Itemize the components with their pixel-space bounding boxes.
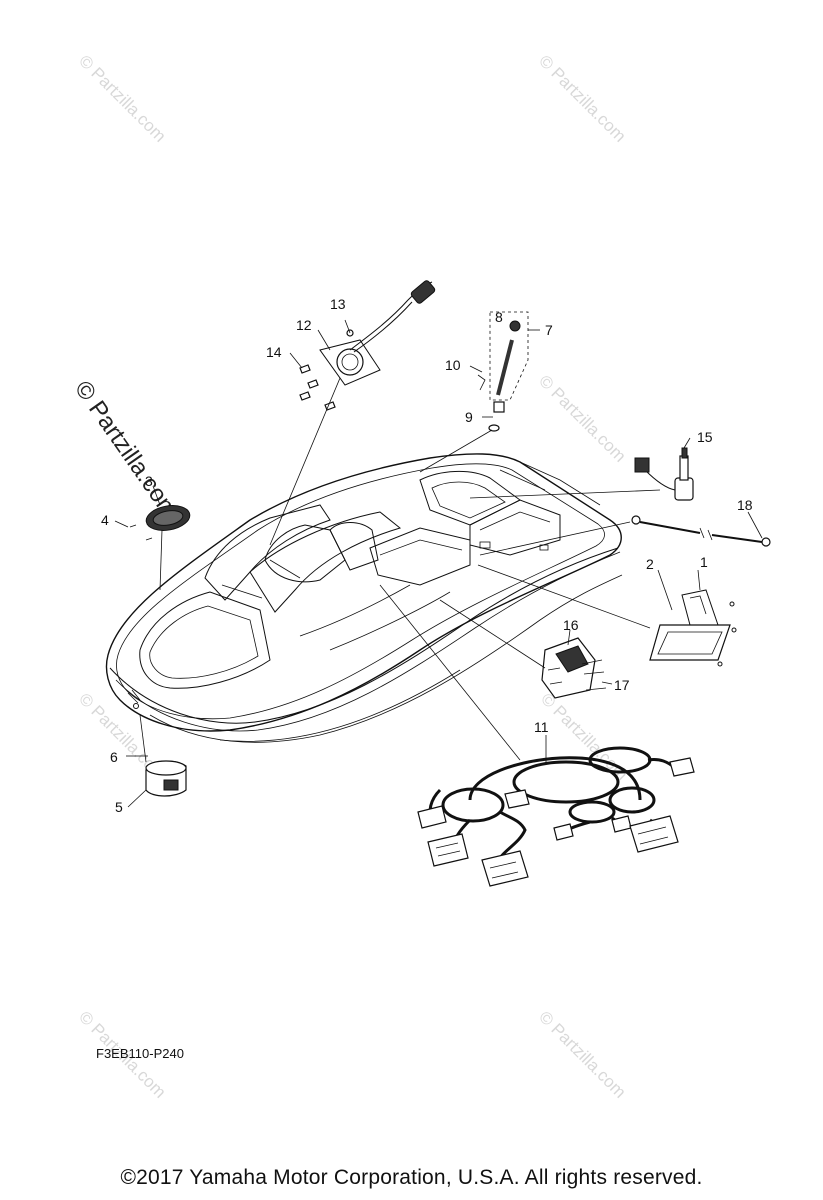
callout-2: 2 — [646, 556, 654, 572]
rod-assembly — [631, 515, 771, 547]
wiring-harness — [417, 746, 695, 887]
watermark-top-left: © Partzilla.com — [75, 51, 169, 145]
bracket-assembly — [649, 589, 737, 667]
bow-light — [138, 755, 187, 797]
sensor-assembly — [634, 447, 694, 501]
watermark-mid-center: © Partzilla.com — [537, 689, 631, 783]
callout-16: 16 — [563, 617, 579, 633]
hose-assembly — [477, 311, 529, 432]
callout-9: 9 — [465, 409, 473, 425]
callout-11: 11 — [534, 719, 549, 735]
speaker-grille — [129, 505, 191, 541]
callout-6: 6 — [110, 749, 118, 765]
leader-lines — [114, 319, 763, 808]
diagram-code: F3EB110-P240 — [96, 1046, 184, 1061]
callout-12: 12 — [296, 317, 312, 333]
callout-1: 1 — [700, 554, 708, 570]
watermark-top-right: © Partzilla.com — [535, 51, 629, 145]
callout-14: 14 — [266, 344, 282, 360]
callouts: 1 2 3 4 5 6 7 8 9 10 11 12 13 14 15 16 1… — [101, 296, 753, 815]
callout-17: 17 — [614, 677, 630, 693]
callout-18: 18 — [737, 497, 753, 513]
callout-3: 3 — [145, 473, 153, 489]
module-assembly — [541, 637, 607, 699]
callout-15: 15 — [697, 429, 713, 445]
transducer-assembly — [299, 280, 436, 411]
callout-13: 13 — [330, 296, 346, 312]
callout-8: 8 — [495, 309, 503, 325]
watermark-bold: © Partzilla.com — [69, 376, 184, 524]
callout-5: 5 — [115, 799, 123, 815]
callout-10: 10 — [445, 357, 461, 373]
watermarks: © Partzilla.com © Partzilla.com © Partzi… — [69, 51, 632, 1101]
copyright-notice: ©2017 Yamaha Motor Corporation, U.S.A. A… — [120, 1166, 703, 1189]
watermark-mid-right: © Partzilla.com — [535, 371, 629, 465]
callout-7: 7 — [545, 322, 553, 338]
callout-4: 4 — [101, 512, 109, 528]
boat-hull — [105, 453, 623, 743]
watermark-bottom-right: © Partzilla.com — [535, 1007, 629, 1101]
